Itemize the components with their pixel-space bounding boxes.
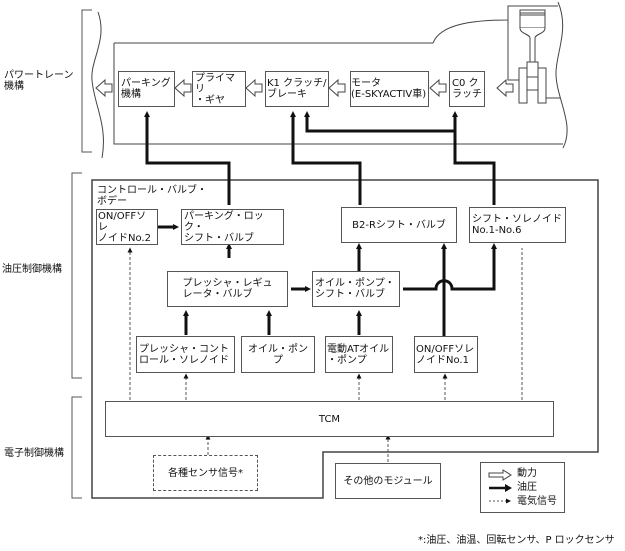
hydraulic-lines <box>144 111 497 336</box>
power-arrow-icon <box>95 78 113 98</box>
parking-mechanism-label: パーキング 機構 <box>121 78 171 100</box>
footnote: *:油圧、油温、回転センサ、P ロックセンサ <box>418 535 615 546</box>
power-arrow-icon <box>429 78 447 98</box>
parking-lock-shift-valve-box: パーキング・ロック・ シフト・バルブ <box>181 209 284 245</box>
motor-box: モータ (E-SKYACTIV車) <box>350 71 429 107</box>
tcm-label: TCM <box>318 413 341 425</box>
power-arrows <box>95 78 514 98</box>
sensor-signals-box: 各種センサ信号* <box>153 455 258 491</box>
primary-gear-box: プライマリ ・ギヤ <box>192 71 246 107</box>
powertrain-enclosure <box>113 5 563 145</box>
section-label-powertrain: パワートレーン 機構 <box>4 70 74 92</box>
section-label-electronic: 電子制御機構 <box>4 448 64 459</box>
legend: 動力 油圧 電気信号 <box>480 462 565 513</box>
power-arrow-icon <box>174 78 192 98</box>
bracket-electronic <box>71 396 82 499</box>
break-line-right <box>555 1 568 149</box>
shift-solenoid-label: シフト・ソレノイド No.1-No.6 <box>472 214 562 236</box>
pressure-control-solenoid-box: プレッシャ・コント ロール・ソレノイド <box>136 336 235 373</box>
c0-clutch-box: C0 ク ラッチ <box>449 71 485 107</box>
break-line-left <box>91 11 104 159</box>
oil-pump-label: オイル・ポンプ <box>248 343 308 366</box>
bracket-hydraulic <box>71 172 82 379</box>
power-arrow-icon <box>496 78 514 98</box>
k1-clutch-label: K1 クラッチ/ ブレーキ <box>267 78 327 100</box>
tcm-box: TCM <box>105 401 554 437</box>
power-arrow-icon <box>328 78 346 98</box>
power-arrow-icon <box>245 78 263 98</box>
c0-clutch-label: C0 ク ラッチ <box>452 78 482 100</box>
oil-pump-shift-valve-box: オイル・ポンプ・ シフト・バルブ <box>312 271 400 307</box>
oil-pump-box: オイル・ポンプ <box>241 336 315 373</box>
b2r-shift-valve-label: B2-Rシフト・バルブ <box>352 219 446 231</box>
oil-pump-shift-valve-label: オイル・ポンプ・ シフト・バルブ <box>315 278 395 300</box>
section-label-hydraulic: 油圧制御機構 <box>2 264 62 275</box>
legend-symbols <box>488 469 512 504</box>
b2r-shift-valve-box: B2-Rシフト・バルブ <box>341 207 457 243</box>
parking-lock-shift-valve-label: パーキング・ロック・ シフト・バルブ <box>184 210 264 244</box>
onoff-solenoid-no1-label: ON/OFFソレ ノイドNo.1 <box>416 343 475 366</box>
control-valve-body-title: コントロール・バルブ・ ボデー <box>97 185 207 207</box>
other-modules-label: その他のモジュール <box>343 475 433 487</box>
primary-gear-label: プライマリ ・ギヤ <box>195 72 235 106</box>
onoff-solenoid-no2-label: ON/OFFソレ ノイドNo.2 <box>98 210 151 244</box>
sensor-signals-label: 各種センサ信号* <box>168 467 243 479</box>
legend-power-label: 動力 <box>517 468 537 479</box>
legend-electric-label: 電気信号 <box>517 496 557 507</box>
motor-label: モータ (E-SKYACTIV車) <box>351 78 427 100</box>
engine-piston-icon <box>507 6 560 104</box>
pressure-control-solenoid-label: プレッシャ・コント ロール・ソレノイド <box>139 343 229 366</box>
pressure-regulator-valve-box: プレッシャ・レギュ レータ・バルブ <box>167 271 288 307</box>
parking-mechanism-box: パーキング 機構 <box>118 71 175 107</box>
other-modules-box: その他のモジュール <box>335 463 441 499</box>
electric-at-oil-pump-box: 電動ATオイル ・ポンプ <box>325 336 393 373</box>
onoff-solenoid-no2-box: ON/OFFソレ ノイドNo.2 <box>96 209 158 245</box>
electric-signal-lines <box>127 247 523 462</box>
shift-solenoid-box: シフト・ソレノイド No.1-No.6 <box>469 207 566 243</box>
electric-at-oil-pump-label: 電動ATオイル ・ポンプ <box>327 343 390 366</box>
control-valve-body-enclosure <box>91 179 599 499</box>
onoff-solenoid-no1-box: ON/OFFソレ ノイドNo.1 <box>414 336 478 373</box>
legend-power-arrow-icon <box>488 469 512 481</box>
legend-hydraulic-label: 油圧 <box>517 482 537 493</box>
pressure-regulator-valve-label: プレッシャ・レギュ レータ・バルブ <box>182 278 273 300</box>
bracket-powertrain <box>81 9 92 153</box>
k1-clutch-box: K1 クラッチ/ ブレーキ <box>265 71 329 107</box>
